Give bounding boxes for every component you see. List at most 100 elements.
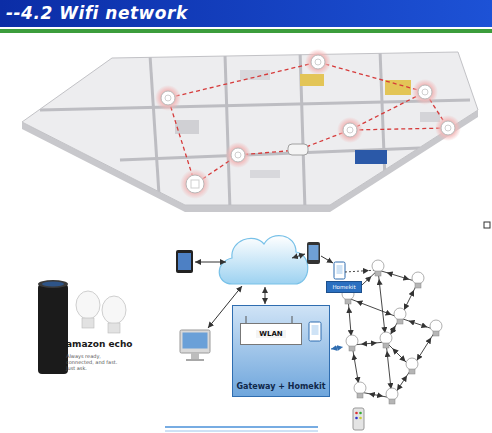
light-bulbs [346, 335, 358, 351]
computer-symbol [180, 330, 210, 361]
network-arrows [292, 254, 305, 258]
computer-symbol [186, 359, 204, 361]
bulb-mesh-arrows [378, 270, 386, 342]
floor-plan-illustration [150, 55, 160, 210]
tablet-symbol [176, 250, 193, 273]
title-banner [0, 0, 492, 33]
light-bulbs [372, 260, 384, 276]
floor-plan-illustration [418, 85, 432, 99]
bottom-frame-lines [165, 426, 318, 428]
bulb-mesh-arrows [348, 298, 400, 318]
bulb-mesh-arrows [345, 270, 378, 272]
floor-plan-illustration [155, 85, 181, 111]
phone-symbol [307, 242, 320, 264]
amazon-echo-picture [108, 323, 120, 333]
node-label: Homekit [332, 284, 355, 291]
computer-symbol [191, 353, 199, 359]
floor-plan-illustration [250, 170, 280, 178]
computer-symbol [180, 330, 210, 353]
light-bulbs [430, 320, 442, 336]
tagline-label: Always ready, connected, and fast. Just … [66, 353, 128, 371]
homekit-label-box: Homekit [326, 281, 362, 293]
floor-plan-illustration [165, 59, 451, 188]
wlan-antenna [246, 316, 292, 323]
floor-plan-illustration [441, 121, 455, 135]
gateway-homekit-icon [309, 322, 321, 341]
remote-control-symbol [359, 412, 362, 415]
wlan-antenna [246, 316, 247, 323]
amazon-echo-picture [76, 291, 100, 319]
floor-plan-illustration [420, 112, 440, 122]
amazon-echo-picture [38, 284, 68, 374]
phone-symbol [307, 242, 320, 264]
floor-plan-illustration [175, 120, 199, 134]
floor-plan-illustration [337, 117, 363, 143]
light-bulbs [386, 388, 398, 404]
floor-plan-illustration [225, 142, 251, 168]
floor-plan-illustration [315, 59, 321, 65]
homekit-device-symbol [337, 265, 343, 274]
title-banner [0, 0, 492, 27]
network-arrows [195, 262, 226, 263]
floor-plan-illustration [347, 127, 353, 133]
tablet-symbol [178, 253, 191, 270]
floor-plan-illustration [40, 100, 470, 110]
phone-symbol [309, 245, 319, 260]
remote-control-symbol [353, 408, 364, 430]
floor-plan-illustration [22, 49, 478, 212]
light-bulbs [406, 358, 418, 374]
floor-plan-illustration [288, 144, 308, 155]
wlan-antenna [292, 316, 293, 323]
gateway-homekit-icon [309, 322, 321, 341]
floor-plan-illustration [343, 123, 357, 137]
bottom-frame-lines [165, 427, 318, 431]
floor-plan-illustration [155, 49, 461, 199]
amazon-echo-picture [38, 280, 68, 288]
floor-plan-illustration [191, 180, 199, 188]
remote-control-symbol [359, 417, 362, 420]
floor-plan-illustration [186, 175, 204, 193]
node-label: WLAN [256, 330, 285, 338]
floor-plan-illustration [161, 55, 455, 193]
floor-plan-illustration [225, 55, 230, 210]
floor-plan-illustration [300, 74, 324, 86]
brand-label: amazon echo [66, 339, 146, 349]
gateway-box: Gateway + Homekit WLAN [232, 305, 330, 397]
amazon-echo-picture [102, 296, 126, 324]
amazon-echo-picture [25, 268, 147, 380]
cloud-symbol [219, 236, 308, 284]
amazon-echo-picture [42, 282, 64, 287]
computer-symbol [183, 333, 208, 349]
network-arrows [321, 256, 333, 263]
title-banner [0, 29, 492, 33]
gateway-homekit-icon [312, 325, 319, 335]
node-label: Gateway + Homekit [236, 382, 325, 391]
tablet-symbol [176, 250, 193, 273]
amazon-echo-picture [25, 268, 147, 380]
amazon-echo-picture [76, 291, 126, 333]
bottom-frame-lines [165, 431, 318, 432]
floor-plan-illustration [311, 55, 325, 69]
remote-control-symbol [355, 417, 358, 420]
floor-plan-illustration [175, 70, 440, 178]
floor-plan-illustration [235, 152, 241, 158]
light-bulbs [380, 332, 392, 348]
light-bulbs [354, 382, 366, 398]
floor-plan-illustration [445, 125, 451, 131]
remote-control-symbol [355, 412, 358, 415]
floor-plan-illustration [168, 62, 448, 184]
light-bulbs [412, 272, 424, 288]
floor-plan-illustration [180, 169, 210, 199]
light-bulbs [394, 308, 406, 324]
floor-plan-illustration [422, 89, 428, 95]
network-arrows [265, 287, 266, 304]
homekit-device-symbol [334, 262, 345, 279]
floor-plan-illustration [22, 52, 478, 205]
floor-plan-illustration [168, 62, 448, 184]
title-banner [0, 27, 492, 29]
wlan-router-box: WLAN [240, 323, 302, 345]
